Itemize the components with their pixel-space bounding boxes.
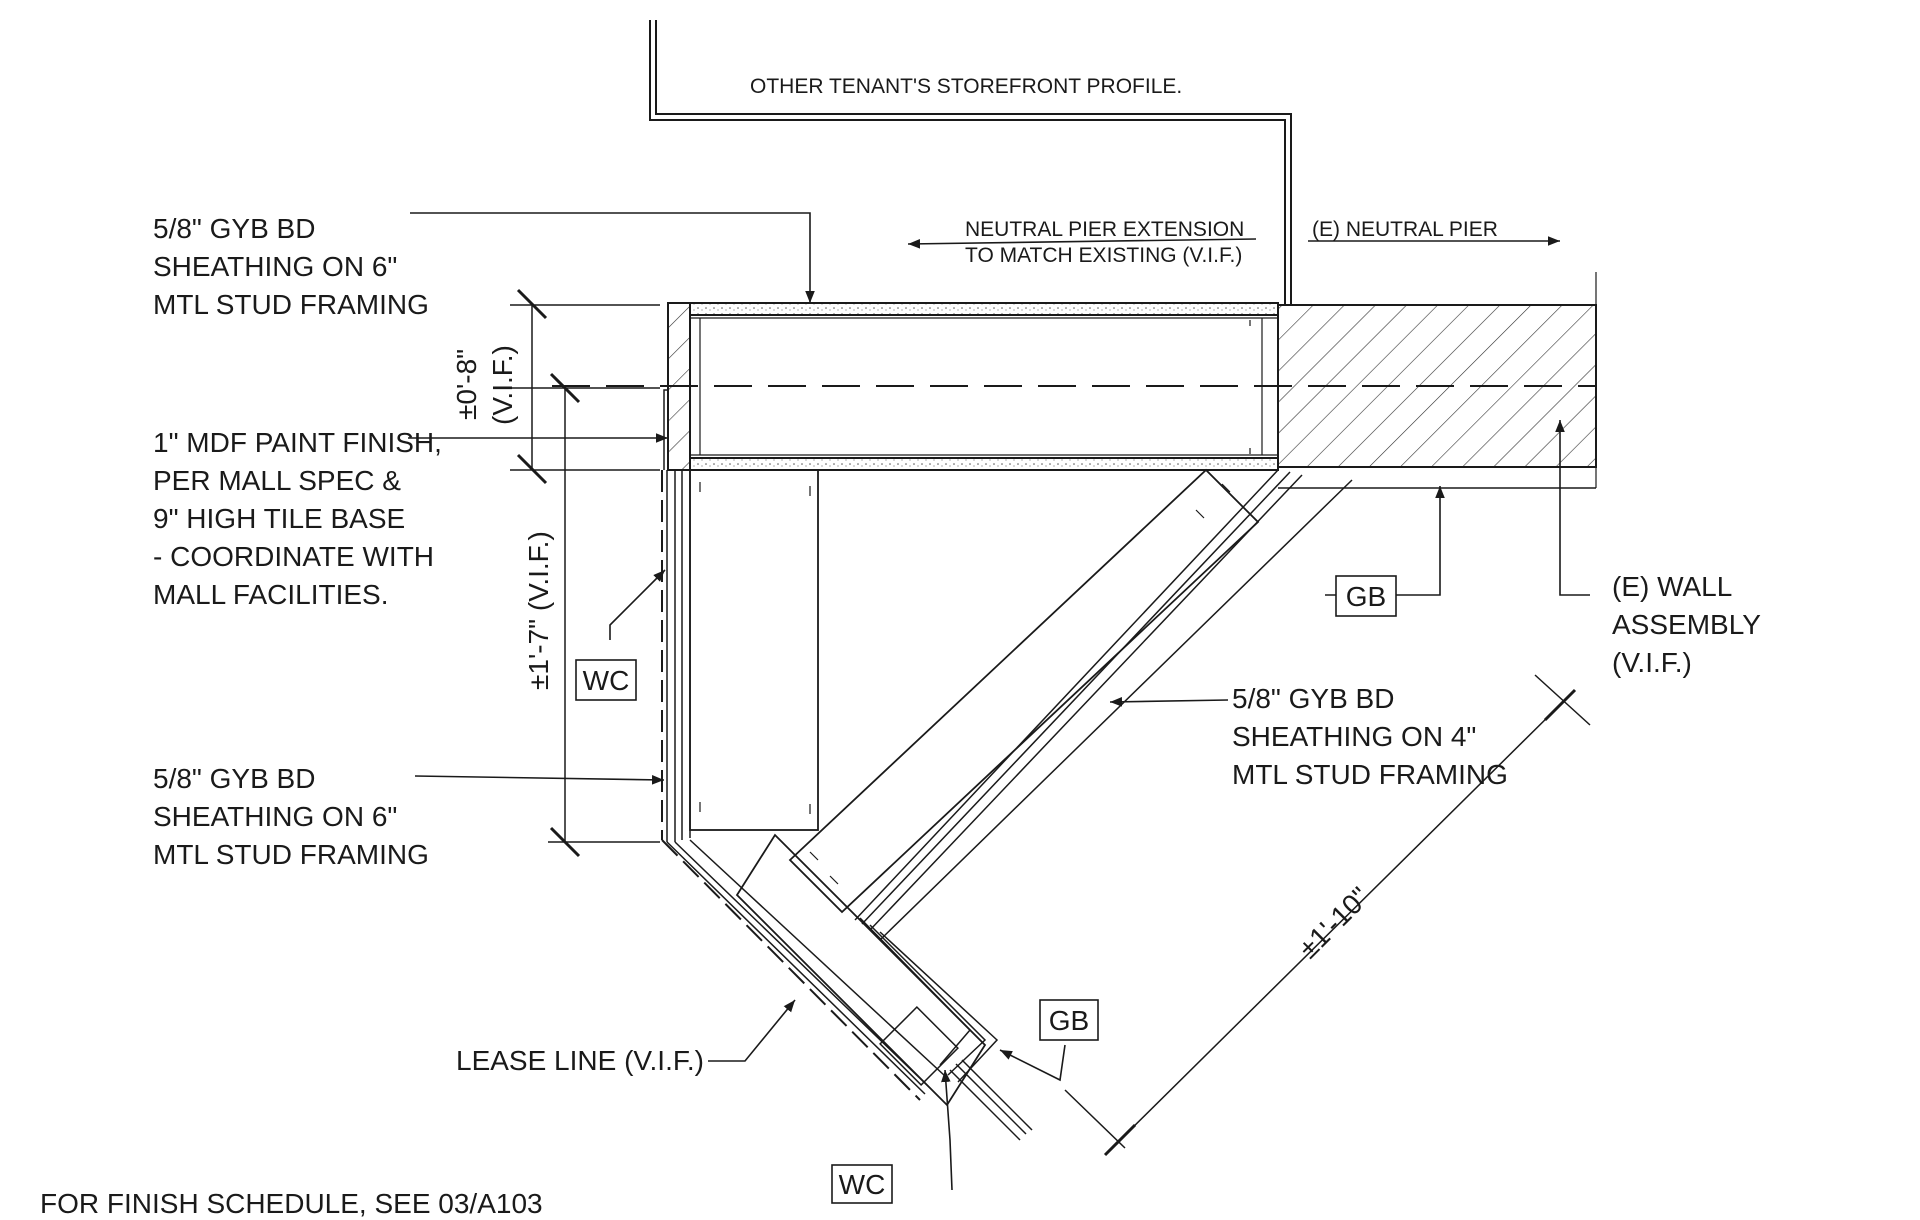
tag-wc-left: [575, 659, 637, 701]
leader-lines: [408, 212, 1590, 1191]
gyb-top-line-3: MTL STUD FRAMING: [153, 289, 429, 320]
existing-neutral-pier: [1277, 272, 1597, 489]
neutral-extension-label-2: TO MATCH EXISTING (V.I.F.): [965, 244, 1242, 267]
storefront-profile: [649, 20, 1292, 305]
wall-assembly-line-1: (E) WALL: [1612, 571, 1732, 602]
dimension-0-8-vif-text: (V.I.F.): [487, 345, 518, 425]
tag-gb-right: [1335, 575, 1397, 617]
left-wall-assembly: [661, 469, 819, 842]
gyb-diag-line-3: MTL STUD FRAMING: [1232, 759, 1508, 790]
dimension-0-8-text: ±0'-8": [451, 349, 482, 420]
dimension-1-7-text: ±1'-7" (V.I.F.): [523, 531, 554, 690]
wall-assembly-line-2: ASSEMBLY: [1612, 609, 1761, 640]
tag-gb-right-text: GB: [1346, 581, 1386, 612]
wall-assembly-line-3: (V.I.F.): [1612, 647, 1692, 678]
storefront-label: OTHER TENANT'S STOREFRONT PROFILE.: [750, 75, 1182, 98]
dimension-0-8: [510, 288, 660, 485]
gyb-left-line-3: MTL STUD FRAMING: [153, 839, 429, 870]
tag-wc-bottom: [831, 1164, 893, 1204]
tag-wc-left-text: WC: [583, 665, 630, 696]
gyb-left-line-2: SHEATHING ON 6": [153, 801, 397, 832]
mdf-line-3: 9" HIGH TILE BASE: [153, 503, 405, 534]
dimension-1-10-text: ±1'-10": [1292, 881, 1375, 964]
tag-boxes: [575, 575, 1397, 1204]
neutral-pier-label: (E) NEUTRAL PIER: [1312, 218, 1498, 241]
finish-schedule-note: FOR FINISH SCHEDULE, SEE 03/A103: [40, 1188, 543, 1219]
gyb-diag-line-2: SHEATHING ON 4": [1232, 721, 1476, 752]
gyb-top-line-1: 5/8" GYB BD: [153, 213, 315, 244]
mdf-line-5: MALL FACILITIES.: [153, 579, 388, 610]
diagonal-wall-assembly: [788, 468, 1353, 941]
angled-return-wall: [661, 833, 1033, 1141]
mdf-line-1: 1" MDF PAINT FINISH,: [153, 427, 442, 458]
tag-wc-bottom-text: WC: [839, 1169, 886, 1200]
mdf-line-4: - COORDINATE WITH: [153, 541, 434, 572]
dimension-1-10: [1064, 674, 1591, 1157]
tag-gb-bottom: [1039, 999, 1099, 1041]
lease-line-label: LEASE LINE (V.I.F.): [456, 1045, 704, 1076]
gyb-diag-line-1: 5/8" GYB BD: [1232, 683, 1394, 714]
neutral-extension-label-1: NEUTRAL PIER EXTENSION: [965, 218, 1244, 241]
mdf-line-2: PER MALL SPEC &: [153, 465, 401, 496]
dimension-1-7: [548, 372, 660, 858]
gyb-left-line-1: 5/8" GYB BD: [153, 763, 315, 794]
gyb-top-line-2: SHEATHING ON 6": [153, 251, 397, 282]
tag-gb-bottom-text: GB: [1049, 1005, 1089, 1036]
